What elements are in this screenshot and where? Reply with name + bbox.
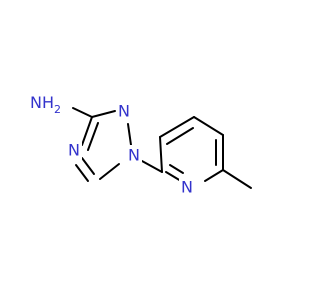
bond-c6py-n bbox=[165, 171, 182, 182]
amine-subscript-label: 2 bbox=[54, 103, 61, 116]
bond-c3-n4-double bbox=[87, 122, 99, 151]
molecule-diagram: NH2 N N N N bbox=[28, 92, 252, 197]
bond-c5py-c6py bbox=[204, 169, 224, 182]
triazole-n2-label: N bbox=[118, 102, 130, 121]
bond-c6py-n-double bbox=[169, 164, 184, 174]
pyridine-n-label: N bbox=[181, 178, 193, 197]
bond-c5-n4 bbox=[81, 157, 95, 175]
bond-n2-n1 bbox=[127, 123, 132, 146]
pyridine-n-label-bg bbox=[179, 177, 195, 197]
bond-c3-nh2 bbox=[72, 107, 93, 118]
amine-label: NH2 bbox=[30, 93, 61, 116]
triazole-n1-label: N bbox=[128, 146, 140, 165]
amine-main-label: NH bbox=[30, 93, 54, 112]
triazole-n1-label-bg bbox=[126, 145, 142, 165]
bond-n1-ch2 bbox=[141, 160, 163, 173]
bond-c6py-methyl bbox=[222, 169, 252, 189]
triazole-n4-label-bg bbox=[66, 140, 82, 160]
bond-c3py-c4py bbox=[193, 116, 224, 136]
triazole-n4-label: N bbox=[68, 141, 80, 160]
bond-c3-n2 bbox=[91, 110, 116, 118]
bond-c2py-c3py bbox=[159, 116, 195, 138]
bonds bbox=[72, 107, 252, 189]
triazole-n2-label-bg bbox=[116, 101, 132, 121]
bond-c5-n4-double bbox=[75, 164, 89, 182]
bond-n1-c5 bbox=[99, 163, 120, 180]
atom-labels: NH2 N N N N bbox=[28, 92, 195, 197]
bond-ch2-c2py bbox=[159, 136, 163, 173]
amine-label-bg bbox=[28, 92, 70, 116]
bond-c2py-c3py-double bbox=[166, 127, 194, 145]
bond-c3-n4 bbox=[81, 116, 93, 146]
